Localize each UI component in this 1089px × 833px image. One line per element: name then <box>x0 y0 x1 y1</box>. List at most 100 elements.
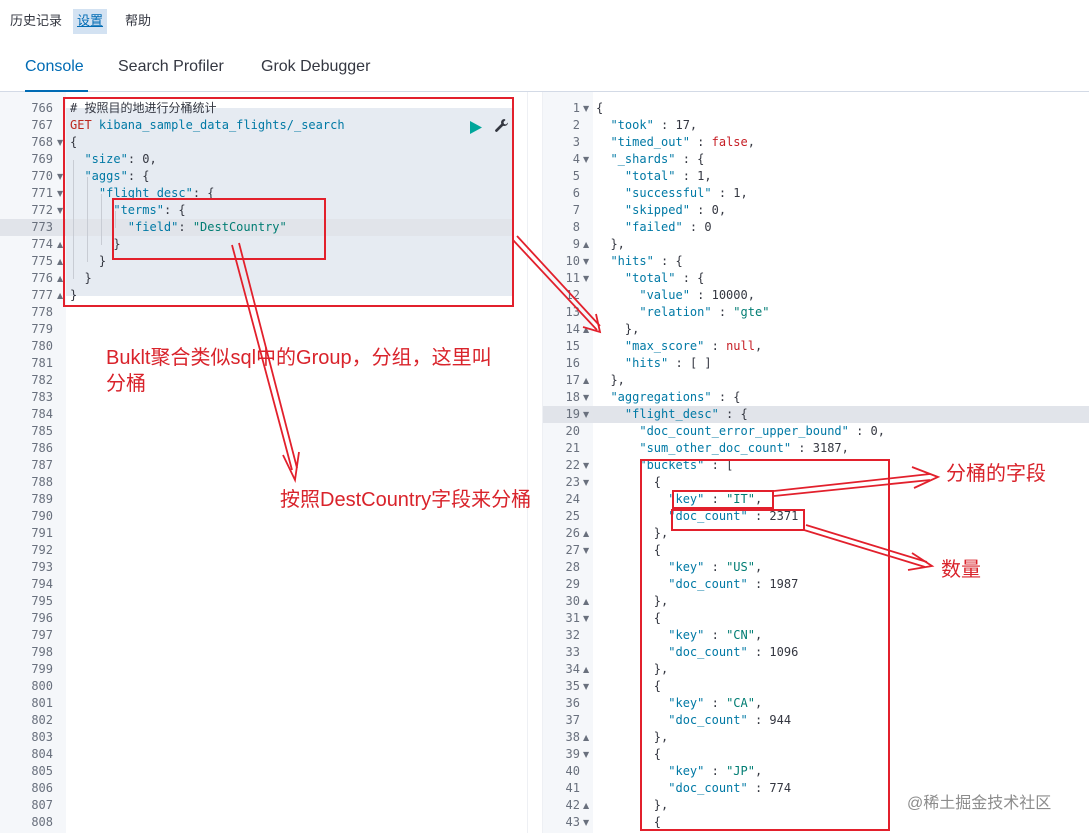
fold-toggle-icon[interactable]: ▼ <box>57 172 64 181</box>
line-number: 38 <box>565 730 580 744</box>
fold-toggle-icon[interactable]: ▼ <box>583 274 590 283</box>
fold-toggle-icon[interactable]: ▼ <box>583 750 590 759</box>
response-code-line: }, <box>596 237 625 251</box>
fold-toggle-icon[interactable]: ▼ <box>583 614 590 623</box>
menu-help[interactable]: 帮助 <box>125 14 152 29</box>
line-number: 800 <box>31 679 53 693</box>
tab-grok-debugger[interactable]: Grok Debugger <box>261 58 371 75</box>
fold-toggle-icon[interactable]: ▼ <box>583 478 590 487</box>
doc-count-highlight-box <box>671 509 805 531</box>
line-number: 10 <box>565 254 580 268</box>
response-code-line: { <box>596 679 662 693</box>
fold-toggle-icon[interactable]: ▲ <box>583 801 590 810</box>
response-code-line: "relation" : "gte" <box>639 305 770 319</box>
line-number: 802 <box>31 713 53 727</box>
response-code-line: "buckets" : [ <box>639 458 734 472</box>
line-number: 793 <box>31 560 53 574</box>
line-number: 806 <box>31 781 53 795</box>
line-number: 774 <box>31 237 53 251</box>
line-number: 39 <box>565 747 580 761</box>
fold-toggle-icon[interactable]: ▲ <box>583 376 590 385</box>
response-code-line: "successful" : 1, <box>624 186 748 200</box>
menu-settings[interactable]: 设置 <box>73 9 108 34</box>
response-code-line: "key" : "CN", <box>668 628 763 642</box>
response-code-line: "key" : "CA", <box>668 696 763 710</box>
line-number: 4 <box>572 152 580 166</box>
response-code-line: "_shards" : { <box>610 152 705 166</box>
tab-console[interactable]: Console <box>25 58 88 92</box>
fold-toggle-icon[interactable]: ▼ <box>583 410 590 419</box>
line-number: 5 <box>572 169 580 183</box>
line-number: 15 <box>565 339 580 353</box>
code-line: { <box>70 135 78 149</box>
line-number: 772 <box>31 203 53 217</box>
fold-toggle-icon[interactable]: ▲ <box>57 257 64 266</box>
line-number: 804 <box>31 747 53 761</box>
tab-search-profiler[interactable]: Search Profiler <box>118 58 224 75</box>
fold-toggle-icon[interactable]: ▼ <box>583 257 590 266</box>
fold-toggle-icon[interactable]: ▼ <box>583 393 590 402</box>
line-number: 792 <box>31 543 53 557</box>
fold-toggle-icon[interactable]: ▲ <box>583 597 590 606</box>
response-code-line: "hits" : { <box>610 254 683 268</box>
buckets-highlight-box <box>640 459 890 831</box>
response-code-line: { <box>596 611 662 625</box>
fold-toggle-icon[interactable]: ▲ <box>57 240 64 249</box>
pane-resizer[interactable] <box>527 92 543 833</box>
response-code-line: "total" : 1, <box>624 169 712 183</box>
fold-toggle-icon[interactable]: ▲ <box>583 665 590 674</box>
line-number: 791 <box>31 526 53 540</box>
line-number: 32 <box>565 628 580 642</box>
response-code-line: "doc_count" : 1096 <box>668 645 799 659</box>
line-number: 780 <box>31 339 53 353</box>
fold-toggle-icon[interactable]: ▲ <box>57 274 64 283</box>
play-icon[interactable] <box>469 119 482 134</box>
line-number: 14 <box>565 322 580 336</box>
fold-toggle-icon[interactable]: ▼ <box>57 138 64 147</box>
code-line: } <box>70 288 78 302</box>
line-number: 801 <box>31 696 53 710</box>
fold-toggle-icon[interactable]: ▼ <box>583 461 590 470</box>
fold-toggle-icon[interactable]: ▼ <box>57 206 64 215</box>
line-number: 769 <box>31 152 53 166</box>
fold-toggle-icon[interactable]: ▲ <box>583 529 590 538</box>
line-number: 808 <box>31 815 53 829</box>
fold-toggle-icon[interactable]: ▼ <box>583 104 590 113</box>
response-code-line: { <box>596 543 662 557</box>
count-explanation-note: 数量 <box>941 559 981 581</box>
fold-toggle-icon[interactable]: ▼ <box>583 155 590 164</box>
watermark: @稀土掘金技术社区 <box>907 795 1052 812</box>
fold-toggle-icon[interactable]: ▼ <box>57 189 64 198</box>
line-number: 805 <box>31 764 53 778</box>
line-number: 30 <box>565 594 580 608</box>
code-line: GET kibana_sample_data_flights/_search <box>70 118 345 132</box>
fold-toggle-icon[interactable]: ▲ <box>583 733 590 742</box>
fold-toggle-icon[interactable]: ▼ <box>583 818 590 827</box>
line-number: 8 <box>572 220 580 234</box>
line-number: 2 <box>572 118 580 132</box>
key-highlight-box <box>672 490 774 509</box>
code-line: "size": 0, <box>84 152 157 166</box>
line-number: 1 <box>572 101 580 115</box>
fold-toggle-icon[interactable]: ▲ <box>583 240 590 249</box>
line-number: 6 <box>572 186 580 200</box>
line-number: 9 <box>572 237 580 251</box>
line-number: 794 <box>31 577 53 591</box>
response-code-line: { <box>596 747 662 761</box>
line-number: 766 <box>31 101 53 115</box>
line-number: 781 <box>31 356 53 370</box>
field-explanation-note: 按照DestCountry字段来分桶 <box>280 489 532 511</box>
fold-toggle-icon[interactable]: ▼ <box>583 546 590 555</box>
response-viewer[interactable]: 1{▼2 "took" : 17,3 "timed_out" : false,4… <box>543 92 1089 833</box>
fold-toggle-icon[interactable]: ▲ <box>57 291 64 300</box>
menu-history[interactable]: 历史记录 <box>10 14 63 29</box>
response-code-line: }, <box>596 526 669 540</box>
line-number: 36 <box>565 696 580 710</box>
wrench-icon[interactable] <box>494 118 509 133</box>
line-number: 783 <box>31 390 53 404</box>
line-number: 28 <box>565 560 580 574</box>
terms-highlight-box <box>112 198 326 260</box>
fold-toggle-icon[interactable]: ▲ <box>583 325 590 334</box>
fold-toggle-icon[interactable]: ▼ <box>583 682 590 691</box>
